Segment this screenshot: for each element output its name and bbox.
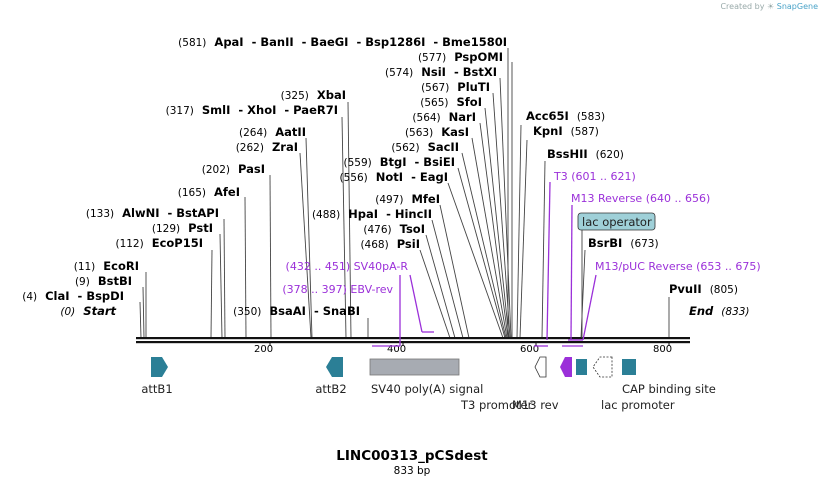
site-label-btgi: (559) BtgI - BsiEI: [344, 155, 456, 169]
site-label-tsoi: (476) TsoI: [363, 222, 425, 236]
plasmid-name: LINC00313_pCSdest: [336, 448, 488, 464]
lac-operator-box: [576, 359, 587, 375]
site-label-sfoi: (565) SfoI: [420, 95, 482, 109]
features: [151, 356, 636, 378]
site-label-smli: (317) SmlI - XhoI - PaeR7I: [166, 103, 338, 117]
site-label-psii: (468) PsiI: [360, 237, 420, 251]
site-label-clai: (4) ClaI - BspDI: [22, 289, 124, 303]
site-label-nari: (564) NarI: [412, 110, 476, 124]
feature-label-cap-binding-site: CAP binding site: [622, 382, 716, 396]
site-label-ecori: (11) EcoRI: [74, 259, 139, 273]
backbone: 200 400 600 800: [136, 337, 690, 355]
site-label-bstbi: (9) BstBI: [75, 274, 132, 288]
feature-label-attb2: attB2: [315, 382, 346, 396]
site-label-psti: (129) PstI: [152, 221, 213, 235]
site-label-kpni: KpnI (587): [533, 124, 599, 138]
site-label-pspomi: (577) PspOMI: [418, 50, 503, 64]
site-label-pvuii: PvuII (805): [669, 282, 738, 296]
m13-rev-arrow-icon: [560, 357, 572, 377]
site-label-afei: (165) AfeI: [178, 185, 240, 199]
site-label-bsrbi: BsrBI (673): [588, 236, 659, 250]
feature-label-t3-promoter: T3 promoter: [460, 398, 533, 412]
site-label-bsshii: BssHII (620): [547, 147, 624, 161]
feature-label-m13-rev: M13 rev: [512, 398, 559, 412]
snapgene-logo-icon: ☀: [767, 2, 775, 11]
attb1-arrow-icon: [151, 357, 168, 377]
sv40-polya-box: [369, 358, 460, 376]
primer-label-sv40pa-r: (432 .. 451) SV40pA-R: [286, 260, 409, 273]
lac-operator-label: lac operator: [577, 212, 656, 338]
primer-label-m13-puc-reverse: M13/pUC Reverse (653 .. 675): [595, 260, 761, 273]
snapgene-credit: Created by ☀ SnapGene: [720, 2, 818, 11]
site-label-aatii: (264) AatII: [239, 125, 306, 139]
site-label-hpai: (488) HpaI - HincII: [312, 207, 432, 221]
site-label-kasi: (563) KasI: [405, 125, 469, 139]
site-label-ecop15i: (112) EcoP15I: [115, 236, 203, 250]
site-label-mfei: (497) MfeI: [375, 192, 440, 206]
t3-promoter-arrow-icon: [534, 356, 547, 378]
primer-label-ebv-rev: (378 .. 397) EBV-rev: [282, 283, 393, 296]
feature-label-sv40-polya: SV40 poly(A) signal: [371, 382, 483, 396]
site-label-nsii: (574) NsiI - BstXI: [385, 65, 497, 79]
feature-label-lac-promoter: lac promoter: [601, 398, 675, 412]
site-label-noti: (556) NotI - EagI: [340, 170, 448, 184]
ruler-tick: 600: [520, 344, 539, 355]
ruler-tick: 200: [254, 344, 273, 355]
site-label-pluti: (567) PluTI: [421, 80, 490, 94]
site-label-sacii: (562) SacII: [391, 140, 459, 154]
primer-label-t3: T3 (601 .. 621): [553, 170, 636, 183]
site-label-acc65i: Acc65I (583): [526, 109, 605, 123]
lac-promoter-arrow-icon: [592, 356, 613, 378]
site-label-zrai: (262) ZraI: [236, 140, 298, 154]
cap-binding-site-box: [622, 359, 636, 375]
plasmid-length: 833 bp: [394, 465, 431, 477]
ruler-tick: 800: [653, 344, 672, 355]
site-label-apai: (581) ApaI - BanII - BaeGI - Bsp1286I - …: [178, 35, 507, 49]
primer-label-m13-reverse: M13 Reverse (640 .. 656): [571, 192, 710, 205]
site-label-start: (0) Start: [60, 304, 116, 318]
leader-lines: [139, 48, 670, 339]
site-label-bsaai: (350) BsaAI - SnaBI: [233, 304, 360, 318]
ruler-tick: 400: [387, 344, 406, 355]
site-label-pasi: (202) PasI: [202, 162, 265, 176]
site-label-alwni: (133) AlwNI - BstAPI: [86, 206, 219, 220]
site-label-xbai: (325) XbaI: [281, 88, 346, 102]
site-label-end: End (833): [689, 304, 750, 318]
feature-label-lac-operator: lac operator: [582, 215, 652, 229]
primer-marks: [372, 181, 597, 347]
attb2-arrow-icon: [326, 357, 343, 377]
feature-label-attb1: attB1: [141, 382, 172, 396]
